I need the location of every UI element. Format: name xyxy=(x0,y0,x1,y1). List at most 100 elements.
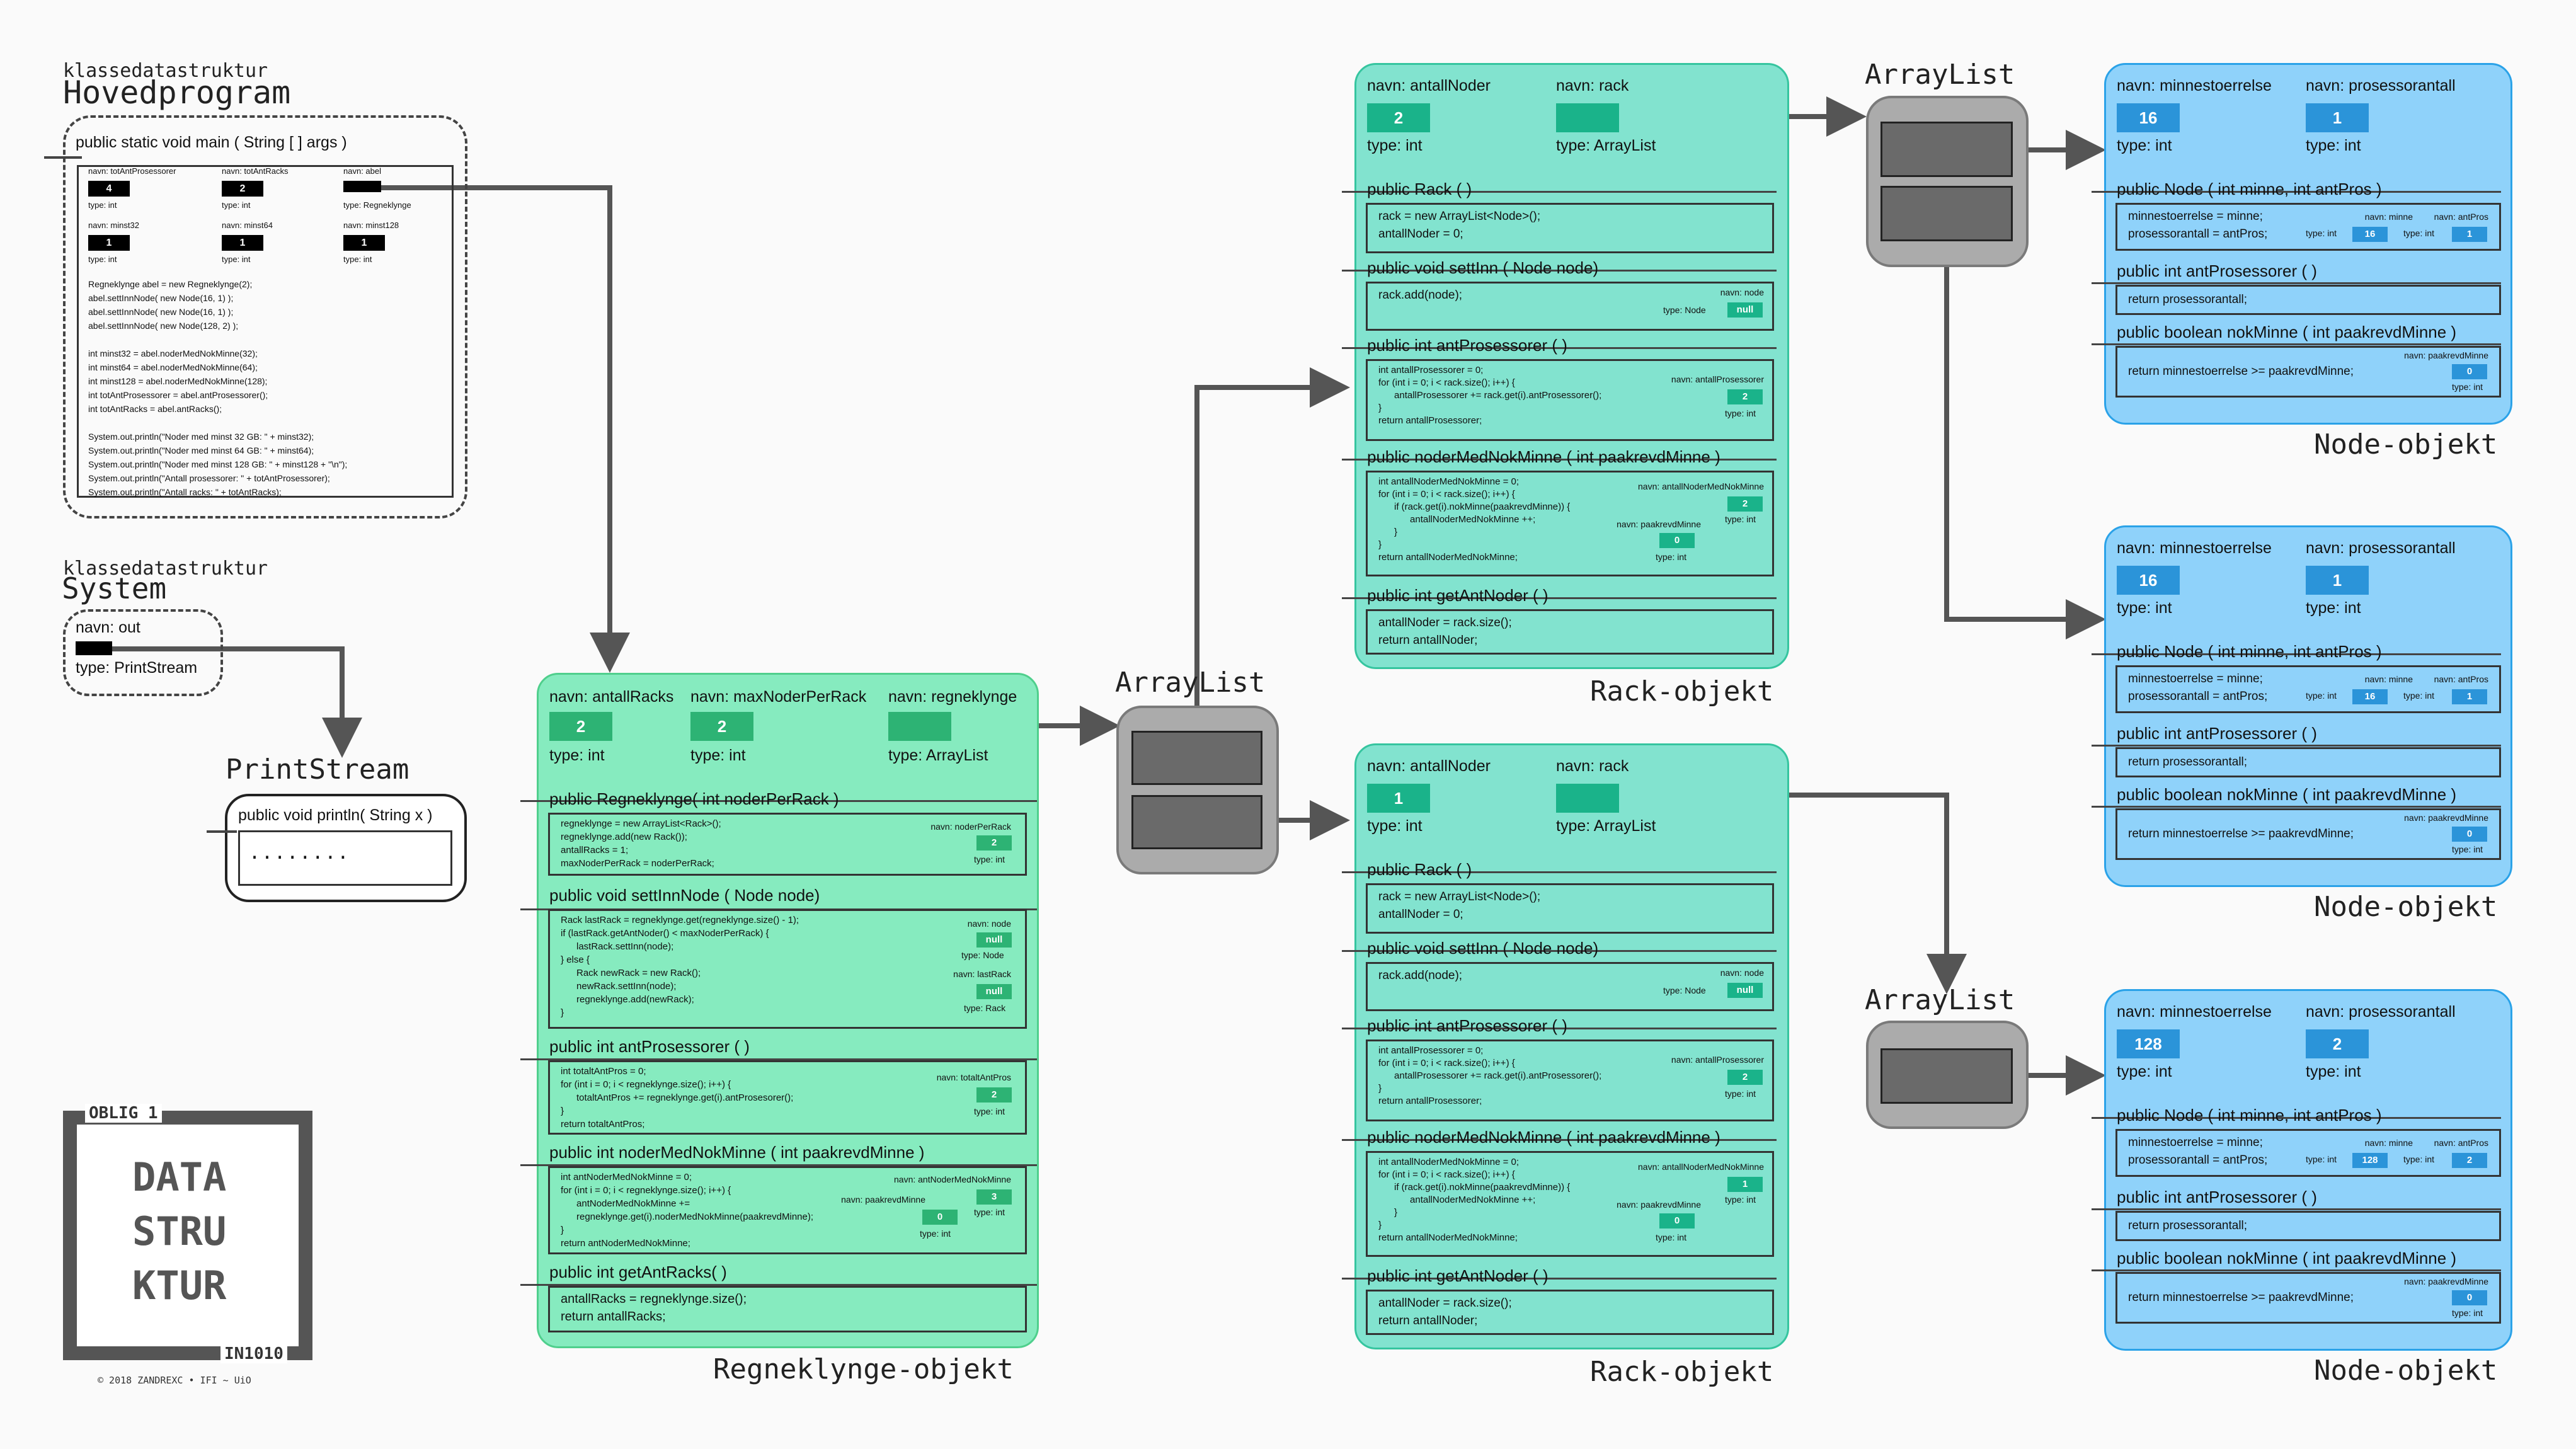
local-name: navn: node xyxy=(1720,968,1764,978)
method-divider xyxy=(1342,1139,1777,1141)
local-type: type: int xyxy=(1725,408,1756,418)
system-var-ref xyxy=(76,641,112,655)
local-type: type: int xyxy=(920,1228,951,1239)
var-name: navn: minst128 xyxy=(343,220,399,230)
arraylist-label: ArrayList xyxy=(1115,667,1266,699)
method-divider xyxy=(1342,191,1777,193)
local-value: 1 xyxy=(2452,227,2487,242)
local-type: type: Node xyxy=(1663,985,1706,995)
main-caption-big: Hovedprogram xyxy=(63,74,291,111)
method-header: public int antProsessorer ( ) xyxy=(1367,336,1567,355)
field-type: type: ArrayList xyxy=(1556,137,1656,154)
field-type: type: int xyxy=(2117,1063,2172,1080)
local-name: navn: antallNoderMedNokMinne xyxy=(1638,481,1764,491)
method-divider xyxy=(1342,871,1777,873)
method-body xyxy=(548,1286,1027,1332)
var-value: 1 xyxy=(222,235,263,251)
local-value: 0 xyxy=(2452,364,2487,379)
method-header: public Rack ( ) xyxy=(1367,860,1472,879)
field-value: 1 xyxy=(2306,566,2369,595)
method-header: public noderMedNokMinne ( int paakrevdMi… xyxy=(1367,1128,1720,1147)
field-value: 1 xyxy=(2306,103,2369,132)
method-body xyxy=(1366,282,1774,331)
method-divider xyxy=(1342,459,1777,461)
method-header: public void settInnNode ( Node node) xyxy=(549,886,820,905)
arrow-out-to-printstream xyxy=(91,646,362,758)
method-code: return prosessorantall; xyxy=(2128,1219,2248,1232)
local-type: type: int xyxy=(2306,690,2337,701)
system-var-type: type: PrintStream xyxy=(76,659,198,677)
method-header: public noderMedNokMinne ( int paakrevdMi… xyxy=(1367,447,1720,466)
system-frame xyxy=(63,609,223,696)
printstream-body xyxy=(238,830,452,886)
rack-object xyxy=(1354,743,1789,1349)
local-type: type: int xyxy=(974,854,1005,864)
var-type: type: int xyxy=(88,255,117,264)
field-name: navn: minnestoerrelse xyxy=(2117,539,2272,557)
local-value: null xyxy=(976,984,1012,999)
local-name: navn: minne xyxy=(2364,674,2413,684)
method-body xyxy=(1366,1040,1774,1121)
method-body xyxy=(2115,665,2501,713)
local-name: navn: lastRack xyxy=(953,969,1011,979)
method-header: public Node ( int minne, int antPros ) xyxy=(2117,180,2382,198)
field-name: navn: minnestoerrelse xyxy=(2117,77,2272,94)
local-value: 2 xyxy=(2452,1153,2487,1168)
field-value-ref xyxy=(888,712,951,741)
method-header: public int antProsessorer ( ) xyxy=(549,1037,750,1056)
method-header: public Regneklynge( int noderPerRack ) xyxy=(549,789,839,808)
var-name: navn: abel xyxy=(343,166,381,176)
method-body xyxy=(2115,1211,2501,1241)
method-body xyxy=(2115,346,2501,398)
regneklynge-caption: Regneklynge-objekt xyxy=(713,1353,1014,1385)
method-code: Rack lastRack = regneklynge.get(regnekly… xyxy=(561,915,799,1018)
method-header: public int antProsessorer ( ) xyxy=(2117,724,2317,743)
method-code: int antallNoderMedNokMinne = 0; for (int… xyxy=(1378,1157,1571,1243)
field-type: type: int xyxy=(549,747,605,764)
method-code: rack.add(node); xyxy=(1378,969,1463,982)
method-code: antallNoder = rack.size(); return antall… xyxy=(1378,1297,1512,1327)
local-value: 0 xyxy=(2452,1290,2487,1305)
method-body xyxy=(1366,962,1774,1011)
local-value: 2 xyxy=(976,1087,1012,1102)
local-value: 2 xyxy=(1727,389,1763,404)
method-divider xyxy=(1342,347,1777,349)
method-body xyxy=(2115,285,2501,315)
field-name: navn: minnestoerrelse xyxy=(2117,1003,2272,1021)
method-code: minnestoerrelse = minne; prosessorantall… xyxy=(2128,1136,2268,1167)
method-divider xyxy=(520,1164,1037,1166)
method-header: public Rack ( ) xyxy=(1367,180,1472,198)
printstream-dots: ........ xyxy=(249,842,350,864)
method-header: public int antProsessorer ( ) xyxy=(2117,261,2317,280)
system-caption-big: System xyxy=(62,571,167,605)
method-code: return prosessorantall; xyxy=(2128,755,2248,769)
field-type: type: int xyxy=(1367,137,1423,154)
method-code: return prosessorantall; xyxy=(2128,293,2248,306)
var-value: 1 xyxy=(88,235,130,251)
var-name: navn: totAntRacks xyxy=(222,166,289,176)
method-body xyxy=(1366,1290,1774,1335)
arraylist-label: ArrayList xyxy=(1865,984,2015,1016)
method-header: public int antProsessorer ( ) xyxy=(1367,1016,1567,1035)
printstream-divider xyxy=(207,830,237,833)
logo-line3: KTUR xyxy=(132,1263,227,1309)
field-value: 16 xyxy=(2117,103,2180,132)
field-type: type: int xyxy=(2306,599,2361,617)
method-divider xyxy=(2092,1208,2501,1210)
node-caption: Node-objekt xyxy=(2314,1354,2498,1387)
arraylist-label: ArrayList xyxy=(1865,59,2015,91)
local-name: navn: noderPerRack xyxy=(930,822,1011,832)
method-header: public Node ( int minne, int antPros ) xyxy=(2117,642,2382,661)
local-value: 0 xyxy=(2452,827,2487,842)
method-header: public int noderMedNokMinne ( int paakre… xyxy=(549,1143,925,1162)
logo-bottom-label: IN1010 xyxy=(220,1344,287,1363)
local-value: 2 xyxy=(976,835,1012,850)
method-code: int antallProsessorer = 0; for (int i = … xyxy=(1378,1045,1602,1106)
method-code: return minnestoerrelse >= paakrevdMinne; xyxy=(2128,827,2354,840)
field-value-ref xyxy=(1556,784,1619,813)
logo-frame xyxy=(63,1111,312,1360)
method-divider xyxy=(2092,1117,2501,1119)
local-value: 2 xyxy=(1727,1070,1763,1085)
method-body xyxy=(1366,1151,1774,1257)
method-code: return minnestoerrelse >= paakrevdMinne; xyxy=(2128,1291,2354,1304)
